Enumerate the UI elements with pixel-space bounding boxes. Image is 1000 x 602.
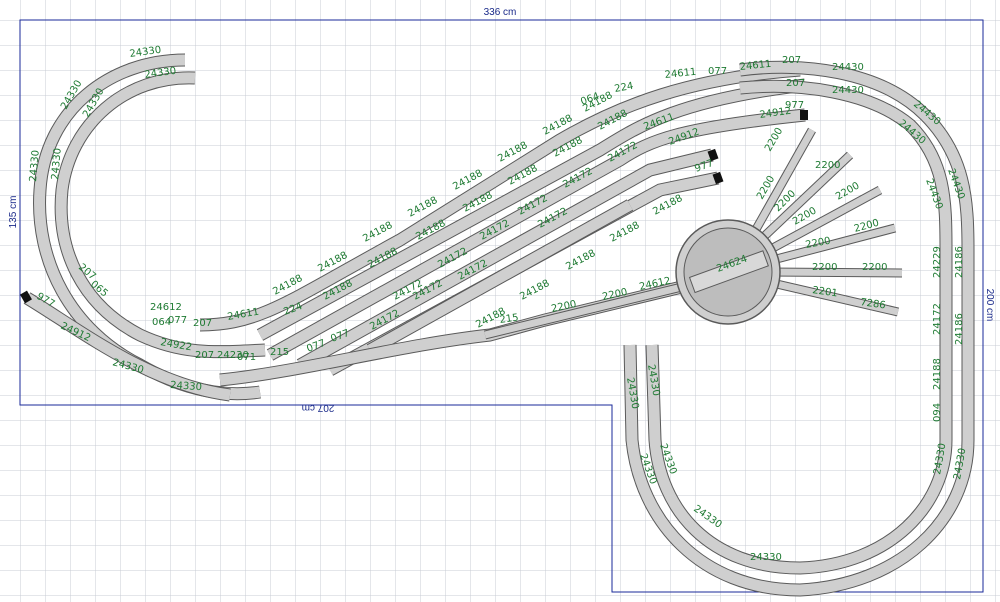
track-label: 24330 [952, 447, 968, 480]
track-label: 2201 [812, 285, 839, 299]
track-label: 24330 [129, 45, 162, 60]
track-label: 24229 [932, 246, 943, 278]
track-left-loop-inner[interactable] [54, 71, 266, 359]
track-label: 24330 [750, 552, 782, 563]
track-label: 224 [614, 81, 635, 95]
track-label: 064 [152, 317, 171, 328]
track-label: 24922 [159, 337, 192, 353]
layout-outline [19, 19, 984, 593]
track-right-loop-outer[interactable] [623, 60, 975, 597]
track-label: 077 [168, 315, 187, 326]
track-label: 207 [195, 350, 214, 361]
track-label: 24611 [227, 307, 260, 323]
track-label: 2200 [805, 236, 832, 251]
track-label: 24330 [144, 66, 177, 81]
track-label: 24330 [170, 380, 203, 393]
track-layer [23, 53, 975, 597]
track-label: 2200 [812, 262, 837, 273]
buffer-stops [20, 110, 808, 304]
track-turntable-lead[interactable] [483, 280, 692, 340]
track-label: 2200 [601, 287, 628, 303]
track-label: 7286 [860, 297, 887, 311]
track-label: 24172 [932, 303, 943, 335]
track-label: 207 [193, 318, 212, 329]
track-label: 24330 [645, 364, 661, 397]
track-label: 207 [786, 78, 805, 89]
dimension-right: 200 cm [984, 289, 995, 322]
dimension-bottom: 207 cm [302, 402, 335, 413]
turntable-spurs[interactable] [746, 127, 903, 317]
track-right-loop-inner[interactable] [645, 79, 953, 575]
track-label: 977 [785, 100, 804, 111]
track-label: 215 [270, 347, 289, 358]
track-label: 077 [708, 66, 727, 77]
track-label: 24611 [739, 59, 772, 73]
track-label: 2200 [862, 262, 887, 273]
track-label: 24330 [932, 442, 948, 475]
track-label: 2200 [550, 299, 577, 315]
track-label: 24230 [217, 350, 249, 361]
track-label: 24430 [832, 85, 864, 96]
track-spur-left[interactable] [23, 292, 231, 402]
turntable[interactable] [675, 219, 781, 325]
track-label: 24912 [759, 106, 792, 121]
track-label: 24612 [150, 302, 182, 313]
track-label: 24611 [664, 67, 697, 81]
track-label: 207 [782, 55, 801, 66]
track-label: 24186 [954, 313, 965, 345]
dimension-top: 336 cm [484, 7, 517, 18]
track-label: 24188 [932, 358, 943, 390]
track-label: 071 [237, 352, 256, 363]
track-label: 215 [499, 312, 519, 326]
dimension-left: 135 cm [8, 196, 19, 229]
track-label: 24330 [28, 150, 42, 183]
track-label: 24186 [954, 246, 965, 278]
track-label: 2200 [815, 160, 840, 171]
track-label: 094 [932, 403, 943, 422]
track-label: 24430 [832, 62, 864, 73]
track-label: 24330 [50, 148, 64, 181]
track-label: 24330 [624, 377, 640, 410]
